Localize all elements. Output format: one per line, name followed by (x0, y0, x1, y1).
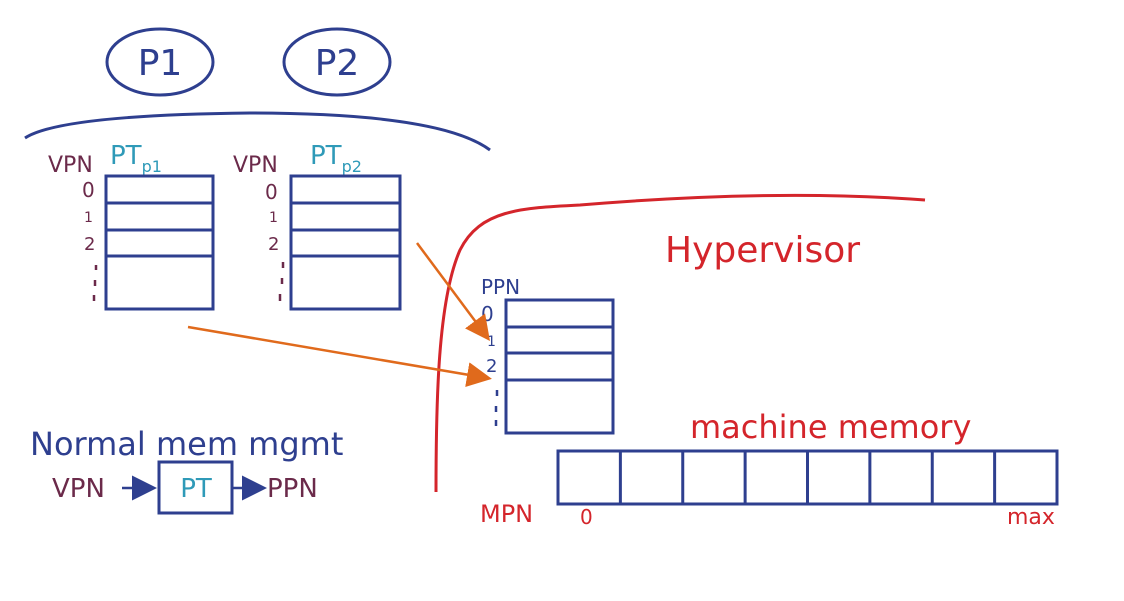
pt2-row-0: 0 (265, 180, 278, 204)
machine-memory: machine memory MPN 0 max (480, 408, 1059, 530)
hypervisor-boundary (434, 193, 926, 493)
ppn-row-0: 0 (481, 302, 494, 326)
pt2-row-1: 1 (269, 210, 278, 226)
process-brace (24, 111, 491, 152)
pt1-title: PTp1 (110, 141, 162, 176)
pt2-title-sub: p2 (342, 157, 362, 176)
pt1-vpn-label: VPN (48, 153, 93, 178)
normal-ppn: PPN (267, 474, 318, 504)
pt1-row-1: 1 (84, 210, 93, 226)
normal-mem-mgmt: Normal mem mgmt VPN PT PPN (30, 425, 343, 515)
normal-pt-box (157, 460, 234, 515)
mpn-start: 0 (580, 505, 593, 529)
process-p2-label: P2 (315, 43, 360, 84)
process-p1-circle (105, 27, 215, 97)
pt1-row-2: 2 (84, 234, 95, 255)
ppn-ellipsis-dots (494, 390, 499, 426)
pt1-row-0: 0 (82, 178, 95, 202)
mapping-arrow-p1-to-ppn (187, 325, 492, 387)
pt1-title-sub: p1 (142, 157, 162, 176)
pt2-title-main: PT (310, 141, 342, 171)
mapping-arrow-p2-to-ppn (415, 242, 490, 342)
page-table-p1: VPN PTp1 0 1 2 (48, 141, 215, 311)
pt1-ellipsis-dots (92, 265, 98, 301)
ppn-row-1: 1 (487, 334, 496, 350)
ppn-label: PPN (481, 275, 520, 299)
hypervisor-label: Hypervisor (665, 230, 860, 271)
pt2-ellipsis-dots (278, 262, 285, 301)
ppn-row-2: 2 (486, 356, 497, 377)
process-p1: P1 (105, 27, 215, 97)
process-p2-circle (282, 27, 392, 97)
pt1-box (104, 174, 215, 311)
page-table-p2: VPN PTp2 0 1 2 (233, 141, 402, 311)
mpn-end: max (1007, 505, 1055, 530)
normal-title: Normal mem mgmt (30, 425, 343, 463)
process-p1-label: P1 (138, 43, 183, 84)
pt2-box (289, 174, 402, 311)
pt2-vpn-label: VPN (233, 153, 278, 178)
normal-vpn: VPN (52, 474, 105, 504)
machine-memory-label: machine memory (690, 408, 971, 446)
ppn-box (504, 298, 615, 435)
ppn-table: PPN 0 1 2 (481, 275, 615, 435)
normal-pt: PT (180, 474, 212, 504)
pt2-title: PTp2 (310, 141, 362, 176)
pt1-title-main: PT (110, 141, 142, 171)
mpn-label: MPN (480, 500, 533, 528)
process-p2: P2 (282, 27, 392, 97)
machine-memory-cells (556, 449, 1059, 506)
pt2-row-2: 2 (268, 234, 279, 255)
